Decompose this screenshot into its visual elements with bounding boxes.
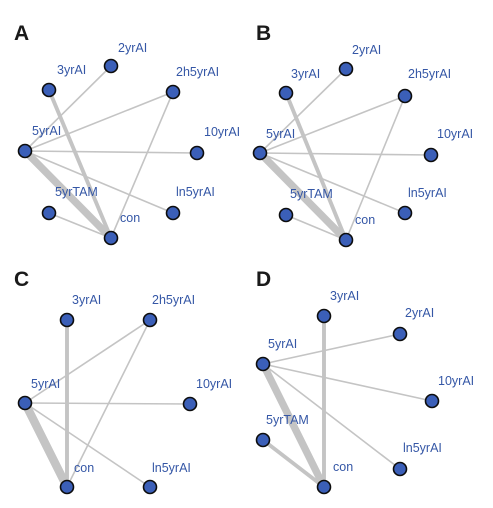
node-label-3yrai: 3yrAI bbox=[330, 289, 359, 303]
edges bbox=[259, 314, 433, 491]
node-label-5yrtam: 5yrTAM bbox=[55, 185, 98, 199]
node-2h5yrai bbox=[165, 84, 181, 100]
node-label-5yrai: 5yrAI bbox=[31, 377, 60, 391]
edge-5yrai-2h5yrai bbox=[259, 95, 406, 154]
node-3yrai bbox=[59, 312, 75, 328]
edge-5yrtam-con bbox=[285, 214, 347, 241]
node-label-5yrtam: 5yrTAM bbox=[290, 187, 333, 201]
node-label-3yrai: 3yrAI bbox=[291, 67, 320, 81]
node-5yrtam bbox=[255, 432, 271, 448]
edge-5yrai-2h5yrai bbox=[24, 91, 174, 152]
node-3yrai bbox=[316, 308, 332, 324]
node-label-con: con bbox=[333, 460, 353, 474]
node-ln5yrai bbox=[397, 205, 413, 221]
edge-5yrai-2yrai bbox=[259, 68, 347, 154]
node-ln5yrai bbox=[392, 461, 408, 477]
edge-5yrai-ln5yrai bbox=[262, 363, 401, 470]
edge-5yrai-con bbox=[20, 398, 72, 492]
node-label-con: con bbox=[120, 211, 140, 225]
node-label-10yrai: 10yrAI bbox=[437, 127, 473, 141]
node-con bbox=[338, 232, 354, 248]
node-label-3yrai: 3yrAI bbox=[72, 293, 101, 307]
node-2yrai bbox=[338, 61, 354, 77]
node-label-ln5yrai: ln5yrAI bbox=[152, 461, 191, 475]
panel-label: D bbox=[256, 268, 271, 291]
panel-label: A bbox=[14, 22, 29, 45]
node-2h5yrai bbox=[142, 312, 158, 328]
edge-5yrai-con bbox=[256, 149, 350, 244]
edge-2h5yrai-con bbox=[110, 91, 174, 239]
node-label-5yrai: 5yrAI bbox=[32, 124, 61, 138]
edge-3yrai-con bbox=[47, 88, 113, 240]
panel-d: 3yrAI 2yrAI 10yrAI ln5yrAI con 5yrTAM 5yrAI D bbox=[255, 268, 474, 495]
panel-c: 3yrAI 2h5yrAI 10yrAI ln5yrAI con 5yrAI C bbox=[14, 268, 232, 495]
edge-5yrai-2yrai bbox=[262, 333, 401, 365]
node-10yrai bbox=[423, 147, 439, 163]
node-label-con: con bbox=[74, 461, 94, 475]
node-label-10yrai: 10yrAI bbox=[196, 377, 232, 391]
node-label-con: con bbox=[355, 213, 375, 227]
edge-5yrtam-con bbox=[261, 438, 326, 489]
node-2yrai bbox=[103, 58, 119, 74]
node-5yrai bbox=[255, 356, 271, 372]
node-10yrai bbox=[182, 396, 198, 412]
node-label-5yrtam: 5yrTAM bbox=[266, 413, 309, 427]
node-3yrai bbox=[278, 85, 294, 101]
node-label-2yrai: 2yrAI bbox=[118, 41, 147, 55]
edge-5yrtam-con bbox=[48, 212, 112, 239]
node-2yrai bbox=[392, 326, 408, 342]
edge-5yrai-ln5yrai bbox=[259, 152, 406, 214]
edge-5yrai-con bbox=[259, 360, 328, 491]
edge-2h5yrai-con bbox=[66, 319, 151, 488]
node-3yrai bbox=[41, 82, 57, 98]
edge-5yrai-ln5yrai bbox=[24, 150, 174, 214]
node-label-5yrai: 5yrAI bbox=[268, 337, 297, 351]
node-label-ln5yrai: ln5yrAI bbox=[176, 185, 215, 199]
node-label-5yrai: 5yrAI bbox=[266, 127, 295, 141]
node-con bbox=[59, 479, 75, 495]
node-label-10yrai: 10yrAI bbox=[438, 374, 474, 388]
node-label-ln5yrai: ln5yrAI bbox=[403, 441, 442, 455]
node-con bbox=[103, 230, 119, 246]
edge-5yrai-10yrai bbox=[259, 152, 432, 156]
edge-5yrai-10yrai bbox=[24, 150, 198, 154]
node-10yrai bbox=[424, 393, 440, 409]
edges bbox=[21, 65, 198, 242]
node-2h5yrai bbox=[397, 88, 413, 104]
node-label-10yrai: 10yrAI bbox=[204, 125, 240, 139]
node-label-2yrai: 2yrAI bbox=[352, 43, 381, 57]
node-label-2h5yrai: 2h5yrAI bbox=[176, 65, 219, 79]
node-5yrai bbox=[17, 143, 33, 159]
node-ln5yrai bbox=[142, 479, 158, 495]
edge-5yrai-con bbox=[21, 147, 115, 242]
edge-5yrai-2h5yrai bbox=[24, 319, 151, 404]
node-ln5yrai bbox=[165, 205, 181, 221]
node-5yrai bbox=[252, 145, 268, 161]
node-label-2yrai: 2yrAI bbox=[405, 306, 434, 320]
panel-label: C bbox=[14, 268, 29, 291]
edges bbox=[256, 68, 432, 244]
node-label-2h5yrai: 2h5yrAI bbox=[152, 293, 195, 307]
node-label-ln5yrai: ln5yrAI bbox=[408, 186, 447, 200]
edge-5yrai-10yrai bbox=[262, 363, 433, 402]
node-label-3yrai: 3yrAI bbox=[57, 63, 86, 77]
node-con bbox=[316, 479, 332, 495]
panel-label: B bbox=[256, 22, 271, 45]
panel-a: 2yrAI 2h5yrAI 10yrAI ln5yrAI con 5yrTAM 5yrAI 3… bbox=[14, 22, 240, 246]
edges bbox=[20, 318, 191, 492]
node-label-2h5yrai: 2h5yrAI bbox=[408, 67, 451, 81]
node-10yrai bbox=[189, 145, 205, 161]
node-5yrtam bbox=[278, 207, 294, 223]
edge-5yrai-10yrai bbox=[24, 402, 191, 405]
edge-2h5yrai-con bbox=[345, 95, 406, 241]
panel-b: 2yrAI 2h5yrAI 10yrAI ln5yrAI con 5yrTAM 5yrAI 3… bbox=[252, 22, 473, 248]
edge-5yrai-2yrai bbox=[24, 65, 112, 152]
node-5yrai bbox=[17, 395, 33, 411]
node-5yrtam bbox=[41, 205, 57, 221]
